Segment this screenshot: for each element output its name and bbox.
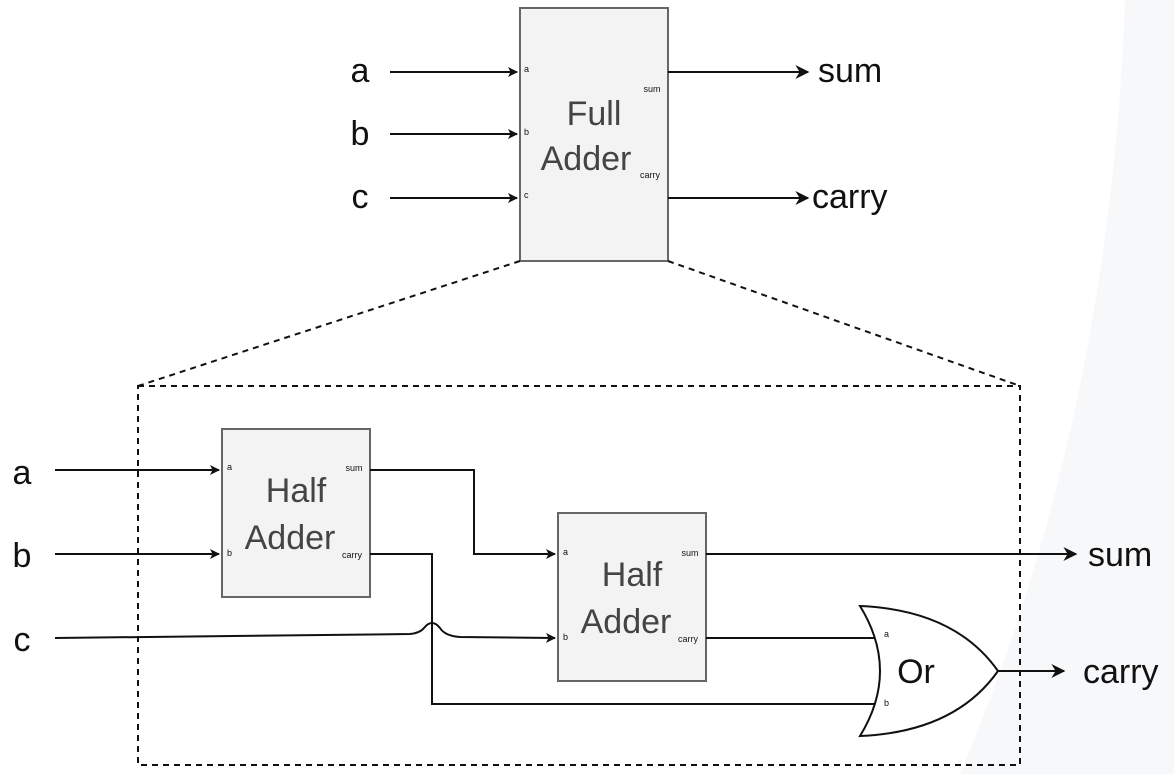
or-gate-port-b: b	[884, 698, 889, 708]
or-gate-label: Or	[897, 653, 935, 691]
wire-ha1-sum-to-ha2-a	[370, 469, 556, 559]
full-adder-title-line2: Adder	[541, 140, 632, 178]
half-adder-1-carry-port: carry	[342, 550, 362, 560]
wire-ha1-carry-to-or-b	[370, 553, 878, 705]
half-adder-1-port-b: b	[227, 548, 232, 558]
top-input-c-label: c	[352, 178, 369, 216]
full-adder-port-b: b	[524, 127, 529, 137]
full-adder-block	[519, 7, 669, 262]
top-output-carry-label: carry	[812, 178, 888, 216]
top-input-b-label: b	[351, 115, 370, 153]
detail-input-a-label: a	[13, 454, 32, 492]
detail-output-sum-label: sum	[1088, 536, 1152, 574]
half-adder-1-block	[221, 428, 371, 598]
or-gate-port-a: a	[884, 629, 889, 639]
full-adder-port-a: a	[524, 64, 529, 74]
background-shape	[960, 0, 1174, 774]
detail-input-c-label: c	[14, 621, 31, 659]
top-output-sum-label: sum	[818, 52, 882, 90]
top-input-a-label: a	[351, 52, 370, 90]
detail-frame	[137, 385, 1021, 766]
wire-c-to-ha2-b	[54, 622, 556, 643]
half-adder-2-title-line1: Half	[602, 556, 663, 594]
half-adder-2-title-line2: Adder	[581, 603, 672, 641]
half-adder-1-port-a: a	[227, 462, 232, 472]
or-gate	[858, 604, 1000, 738]
top-full-adder-section: a b c Full Adder carry sum a b c sum car…	[351, 7, 888, 262]
detail-circuit-section: a b c Half Adder carry sum a b Half Adde…	[13, 428, 1159, 738]
half-adder-1-title-line2: Adder	[245, 519, 336, 557]
zoom-line-right	[667, 260, 1021, 387]
full-adder-title-line1: Full	[567, 95, 622, 133]
full-adder-carry-port: carry	[640, 170, 660, 180]
half-adder-2-carry-port: carry	[678, 634, 698, 644]
half-adder-2-block	[557, 512, 707, 682]
half-adder-1-sum-port: sum	[345, 463, 362, 473]
half-adder-2-port-a: a	[563, 547, 568, 557]
full-adder-port-c: c	[524, 190, 529, 200]
zoom-line-left	[137, 260, 521, 387]
half-adder-1-title-line1: Half	[266, 472, 327, 510]
full-adder-sum-port: sum	[643, 84, 660, 94]
half-adder-2-sum-port: sum	[681, 548, 698, 558]
half-adder-2-port-b: b	[563, 632, 568, 642]
detail-output-carry-label: carry	[1083, 653, 1159, 691]
detail-input-b-label: b	[13, 537, 32, 575]
